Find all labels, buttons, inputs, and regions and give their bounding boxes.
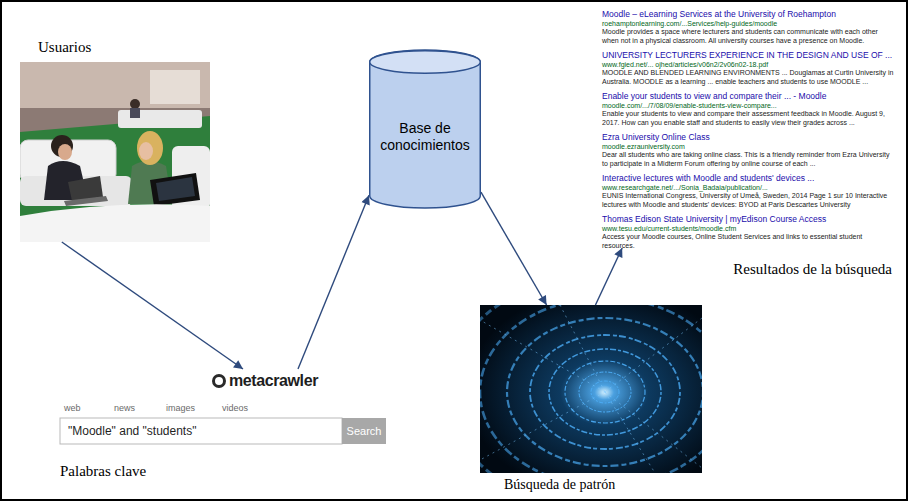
search-query: "Moodle" and "students" [68,424,196,438]
database-cylinder: Base de conocimientos [369,50,481,208]
search-engine-logo: metacrawler [210,369,320,393]
users-photo [130,108,140,118]
logo-text: metacrawler [229,371,318,391]
users-photo [139,142,153,160]
node-caption: Resultados de la búsqueda [602,260,896,278]
users-photo [20,62,210,242]
result-url: www.researchgate.net/.../Sonia_Badaia/pu… [602,183,896,192]
search-button: Search [342,424,386,438]
search-tab: videos [222,403,248,414]
pattern-tunnel-image [480,305,702,473]
users-photo [20,62,210,242]
search-tab: news [114,403,135,414]
pattern-tunnel-image [480,305,702,473]
node-caption: Búsqueda de patrón [504,477,702,493]
result-snippet: MOODLE AND BLENDED LEARNING ENVIRONMENTS… [602,69,896,86]
result-url: roehamptonlearning.com/...Services/help-… [602,19,896,28]
result-url: www.tesu.edu/current-students/moodle.cfm [602,224,896,233]
node-caption: Usuarios [38,38,210,56]
flow-arrow [481,192,547,305]
cylinder-body [370,50,481,208]
pattern-tunnel-image [480,305,702,473]
result-url: moodle.ezrauniversity.com [602,142,896,151]
result-url: moodle.com/.../7/08/09/enable-students-v… [602,101,896,110]
result-title: UNIVERSITY LECTURERS EXPERIENCE IN THE D… [602,50,896,60]
result-title: Enable your students to view and compare… [602,91,896,101]
logo-icon [212,374,226,388]
result-url: www.fgied.net/... ojhed/articles/v06n2/2… [602,60,896,69]
caption-label: Palabras clave [60,462,146,480]
flow-arrow [595,248,622,305]
cylinder-top [370,51,481,74]
result-snippet: Dear all students who are taking online … [602,151,896,168]
users-photo [130,99,140,109]
users-photo [20,204,210,242]
search-tab: web [64,403,81,414]
users-photo [20,176,132,206]
database-label: Base de conocimientos [375,120,475,154]
results-panel: Moodle – eLearning Services at the Unive… [598,6,900,248]
result-snippet: Moodle provides a space where lecturers … [602,28,896,45]
users-photo [64,196,108,206]
users-photo [20,116,210,242]
pattern-image: Búsqueda de patrón [480,305,702,473]
users-photo [137,131,163,165]
result-title: Ezra University Online Class [602,132,896,142]
pattern-tunnel-image [447,274,763,501]
flow-arrow [62,242,243,369]
search-box [60,418,386,444]
result-title: Interactive lectures with Moodle and stu… [602,173,896,183]
search-tab: images [166,403,195,414]
result-title: Moodle – eLearning Services at the Unive… [602,9,896,19]
result-snippet: Access your Moodle courses, Online Stude… [602,233,896,250]
users-photo [58,144,72,160]
result-title: Thomas Edison State University | myEdiso… [602,214,896,224]
pattern-tunnel-image [480,305,702,473]
users-photo [20,62,210,108]
flow-arrow [298,195,369,369]
user-photo: Usuarios [20,62,210,242]
result-snippet: Enable your students to view and compare… [602,110,896,127]
result-snippet: EUNIS International Congress, University… [602,192,896,209]
users-photo [156,177,195,201]
users-photo [150,70,200,104]
pattern-tunnel-image [480,305,702,473]
search-box [60,418,342,444]
search-box [342,418,386,444]
users-photo [150,173,200,206]
